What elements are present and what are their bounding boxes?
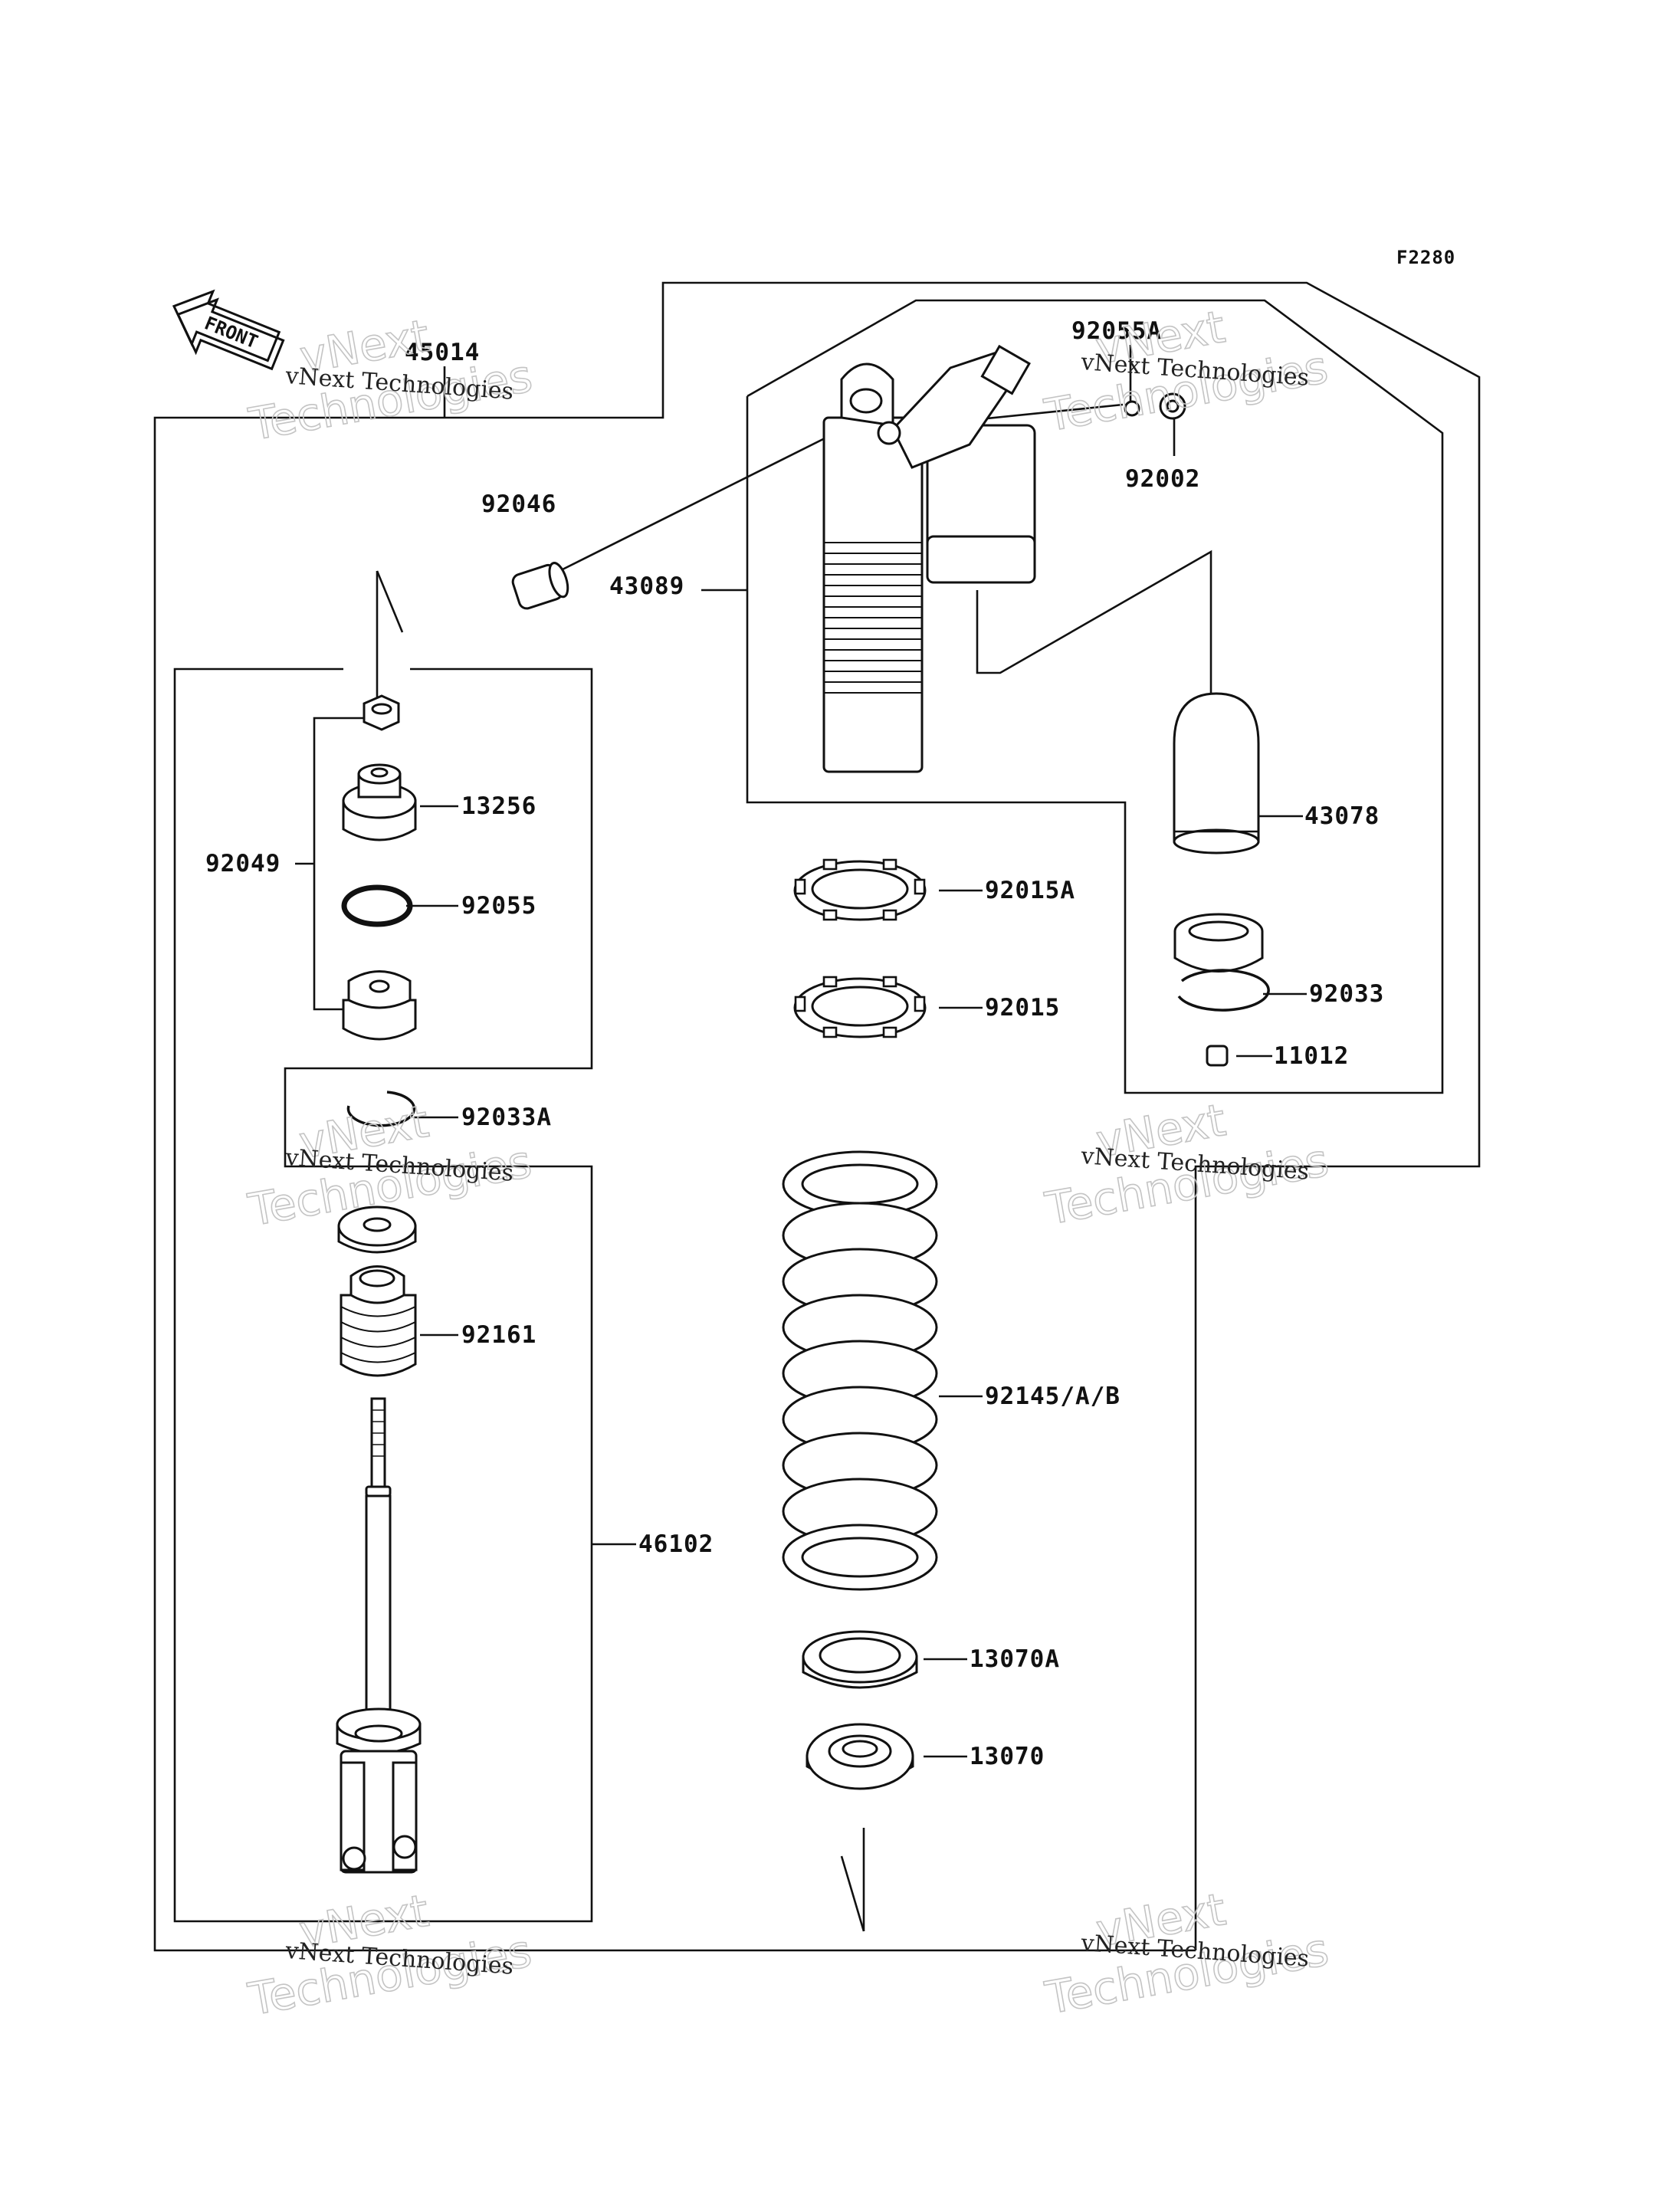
part-label-43089[interactable]: 43089 <box>609 572 684 600</box>
shock-body-drawing <box>822 344 1036 773</box>
small-oring-92055a <box>1124 400 1140 417</box>
part-label-92033a[interactable]: 92033A <box>461 1104 552 1131</box>
bushing-lower <box>342 970 417 1041</box>
part-label-43078[interactable]: 43078 <box>1304 802 1380 830</box>
part-label-92145-a-b[interactable]: 92145/A/B <box>985 1383 1121 1410</box>
circlip-92033 <box>1177 969 1270 1012</box>
spring-seat-13070 <box>806 1723 914 1790</box>
front-arrow-icon: FRONT <box>172 289 285 371</box>
shock-body-group-frame <box>746 299 1444 1094</box>
part-label-92055[interactable]: 92055 <box>461 892 536 920</box>
circlip-92033a <box>346 1091 416 1127</box>
valve-11012 <box>1206 1045 1229 1067</box>
part-label-92002[interactable]: 92002 <box>1125 465 1200 493</box>
rod-group-frame <box>173 668 593 1923</box>
part-label-11012[interactable]: 11012 <box>1274 1042 1349 1070</box>
part-label-45014[interactable]: 45014 <box>405 339 480 366</box>
part-label-46102[interactable]: 46102 <box>638 1530 714 1558</box>
part-label-92015a[interactable]: 92015A <box>985 877 1075 904</box>
part-label-92015[interactable]: 92015 <box>985 994 1060 1022</box>
oring-92055 <box>341 884 413 927</box>
nut-92002 <box>1159 392 1186 420</box>
spring-92145 <box>782 1150 938 1591</box>
reservoir-ring-part <box>1173 913 1264 973</box>
bump-rubber-92161 <box>340 1265 417 1377</box>
locknut-92015a <box>793 858 927 921</box>
part-label-13070a[interactable]: 13070A <box>970 1645 1060 1673</box>
nut-top <box>363 694 400 731</box>
outer-frame <box>153 281 1481 1952</box>
washer-part <box>337 1205 417 1254</box>
spring-seat-13070a <box>802 1630 918 1689</box>
diagram-code: F2280 <box>1396 247 1455 268</box>
part-label-13070[interactable]: 13070 <box>970 1743 1045 1770</box>
part-label-13256[interactable]: 13256 <box>461 792 536 820</box>
bearing-92046 <box>511 562 569 610</box>
part-label-92161[interactable]: 92161 <box>461 1321 536 1349</box>
part-label-92033[interactable]: 92033 <box>1309 980 1384 1008</box>
part-label-92046[interactable]: 92046 <box>481 490 556 518</box>
locknut-92015 <box>793 976 927 1038</box>
part-label-92049[interactable]: 92049 <box>205 850 281 877</box>
reservoir-cap-43078 <box>1173 692 1260 854</box>
shock-rod-46102 <box>336 1397 422 1874</box>
bushing-13256 <box>342 763 417 841</box>
alignment-lines <box>376 549 1212 1932</box>
part-label-92055a[interactable]: 92055A <box>1071 317 1162 345</box>
part-labels: F2280 45014 92055A 92002 92046 43089 132… <box>205 247 1455 1770</box>
